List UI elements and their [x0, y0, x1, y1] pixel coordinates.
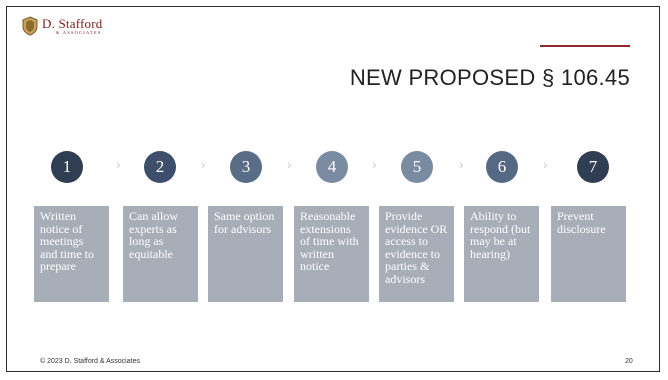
step-1-circle: 1 — [51, 151, 83, 183]
step-5-circle: 5 — [401, 151, 433, 183]
slide-title: NEW PROPOSED § 106.45 — [349, 65, 630, 90]
chevron-right-icon: › — [116, 158, 121, 172]
title-accent-rule — [540, 45, 630, 47]
step-1-box: Written notice of meetings and time to p… — [34, 206, 109, 302]
step-7-circle: 7 — [577, 151, 609, 183]
step-6-circle: 6 — [486, 151, 518, 183]
step-2-box: Can allow experts as long as equitable — [123, 206, 198, 302]
logo-subtitle: & ASSOCIATES — [56, 30, 102, 35]
logo-name: D. Stafford — [42, 16, 103, 31]
chevron-right-icon: › — [459, 158, 464, 172]
company-logo: D. Stafford & ASSOCIATES — [22, 16, 142, 44]
shield-icon — [22, 16, 38, 36]
slide-frame — [6, 6, 660, 372]
step-7-box: Prevent disclosure — [551, 206, 626, 302]
chevron-right-icon: › — [372, 158, 377, 172]
step-4-box: Reasonable extensions of time with writt… — [294, 206, 369, 302]
step-3-box: Same option for advisors — [208, 206, 283, 302]
step-3-circle: 3 — [230, 151, 262, 183]
step-2-circle: 2 — [144, 151, 176, 183]
chevron-right-icon: › — [201, 158, 206, 172]
chevron-right-icon: › — [543, 158, 548, 172]
step-4-circle: 4 — [316, 151, 348, 183]
page-number: 20 — [625, 358, 633, 365]
footer-copyright: © 2023 D. Stafford & Associates — [40, 358, 140, 365]
step-6-box: Ability to respond (but may be at hearin… — [464, 206, 539, 302]
chevron-right-icon: › — [287, 158, 292, 172]
step-5-box: Provide evidence OR access to evidence t… — [379, 206, 454, 302]
